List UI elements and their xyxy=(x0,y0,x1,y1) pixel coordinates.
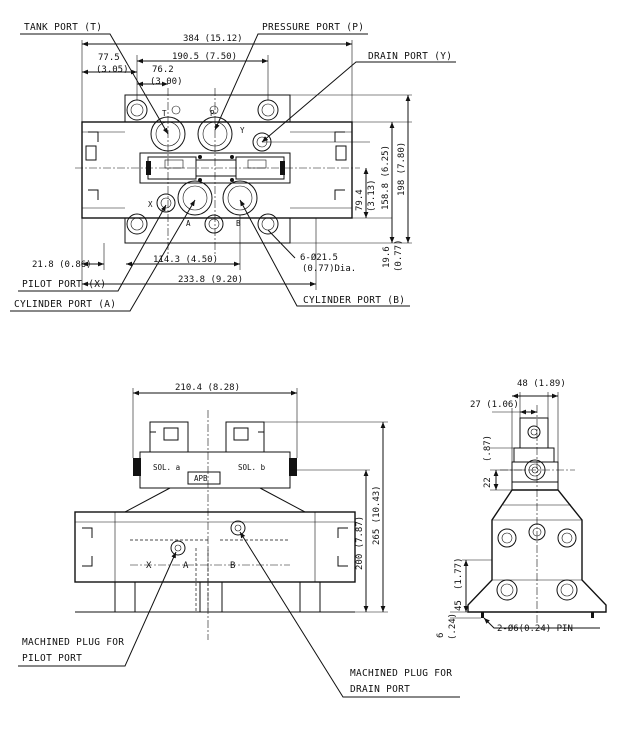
dim-76-a: 76.2 xyxy=(152,65,174,75)
port-letter-y: Y xyxy=(240,126,245,135)
side-dimensions: 48 (1.89) 27 (1.06) 22 (.87) 45 (1.77) 6… xyxy=(436,379,600,640)
pilot-port xyxy=(156,193,176,213)
dim-6-a: 6 xyxy=(436,633,446,638)
bolt-hole xyxy=(126,213,148,235)
plan-view: T P Y X A B xyxy=(75,88,360,255)
front-port-b: B xyxy=(230,561,235,571)
dim-77-b: (3.05) xyxy=(96,65,129,75)
plan-callouts: TANK PORT (T) PRESSURE PORT (P) DRAIN PO… xyxy=(10,22,456,312)
dim-198: 198 (7.80) xyxy=(397,142,407,196)
front-body-outline xyxy=(74,511,356,583)
dim-45-a: 45 xyxy=(454,600,464,611)
callout-pressure-port: PRESSURE PORT (P) xyxy=(262,22,364,33)
dim-holes-a: 6-Ø21.5 xyxy=(300,252,338,263)
port-a xyxy=(177,180,213,216)
dim-79-b: (3.13) xyxy=(367,179,377,212)
dim-22-a: 22 xyxy=(483,477,493,488)
callout-plug-pilot-2: PILOT PORT xyxy=(22,653,82,664)
dim-6-b: (.24) xyxy=(448,613,458,640)
dim-79-a: 79.4 xyxy=(355,189,365,211)
callout-plug-drain-1: MACHINED PLUG FOR xyxy=(350,668,452,679)
dim-48: 48 (1.89) xyxy=(517,379,566,389)
dim-21: 21.8 (0.86) xyxy=(32,260,92,270)
front-dimensions: 210.4 (8.28) 265 (10.43) 200 (7.87) xyxy=(132,383,388,613)
plan-body-outline xyxy=(81,121,353,219)
locating-pin xyxy=(481,612,484,618)
dim-27: 27 (1.06) xyxy=(470,400,519,410)
dim-265: 265 (10.43) xyxy=(372,485,382,545)
callout-drain-port: DRAIN PORT (Y) xyxy=(368,51,452,62)
solenoid-coil-b xyxy=(225,421,265,453)
callout-cylinder-port-a: CYLINDER PORT (A) xyxy=(14,299,116,310)
callout-pilot-port: PILOT PORT (X) xyxy=(22,279,106,290)
port-letter-a: A xyxy=(186,219,191,228)
port-letter-t: T xyxy=(162,109,167,118)
side-coil xyxy=(519,417,549,449)
dim-holes-b: (0.77)Dia. xyxy=(302,264,356,274)
dim-210: 210.4 (8.28) xyxy=(175,383,240,393)
solenoid-label-a: SOL. a xyxy=(153,463,180,472)
bolt-hole xyxy=(126,99,148,121)
callout-plug-pilot-1: MACHINED PLUG FOR xyxy=(22,637,124,648)
machined-plug-drain xyxy=(230,520,246,536)
port-letter-b: B xyxy=(236,219,241,228)
callout-cylinder-port-b: CYLINDER PORT (B) xyxy=(303,295,405,306)
dim-200: 200 (7.87) xyxy=(355,516,365,570)
dim-233: 233.8 (9.20) xyxy=(178,275,243,285)
dim-19-b: (0.77) xyxy=(394,239,404,272)
front-port-a: A xyxy=(183,561,189,571)
plan-dimensions: 384 (15.12) 190.5 (7.50) 77.5 (3.05) 76.… xyxy=(32,34,412,290)
callout-plug-drain-2: DRAIN PORT xyxy=(350,684,410,695)
dim-45-b: (1.77) xyxy=(454,557,464,590)
dim-77-a: 77.5 xyxy=(98,53,120,63)
solenoid-coil-a xyxy=(149,421,189,453)
bolt-hole xyxy=(257,213,279,235)
brand-label: APB xyxy=(194,474,208,483)
machined-plug-pilot xyxy=(170,540,186,556)
port-letter-p: P xyxy=(210,109,215,118)
dim-22-b: (.87) xyxy=(483,435,493,462)
solenoid-label-b: SOL. b xyxy=(238,463,266,472)
bolt-hole xyxy=(257,99,279,121)
locating-pin xyxy=(591,612,594,618)
dim-19-a: 19.6 xyxy=(382,246,392,268)
dim-114: 114.3 (4.50) xyxy=(153,255,218,265)
callout-tank-port: TANK PORT (T) xyxy=(24,22,102,33)
port-letter-x: X xyxy=(148,200,153,209)
dim-76-b: (3.00) xyxy=(150,77,183,87)
dim-190: 190.5 (7.50) xyxy=(172,52,237,62)
front-port-x: X xyxy=(146,561,152,571)
front-callouts: MACHINED PLUG FOR PILOT PORT MACHINED PL… xyxy=(18,531,460,698)
dim-158: 158.8 (6.25) xyxy=(381,145,391,210)
front-view: SOL. a SOL. b APB X A B xyxy=(74,410,356,640)
pin-note: 2-Ø6(0.24) PIN xyxy=(497,623,573,634)
dim-overall-width: 384 (15.12) xyxy=(183,34,243,44)
